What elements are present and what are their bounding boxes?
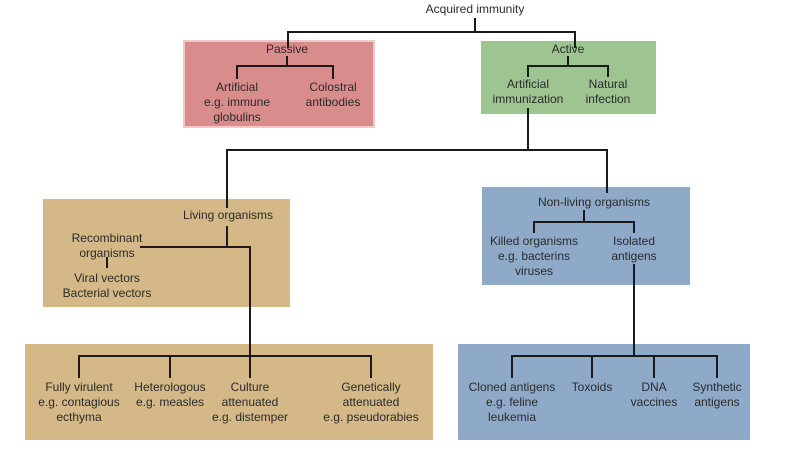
living-types-box [25,344,433,440]
passive-title: Passive [265,42,309,56]
active-title: Active [551,42,585,56]
nonliving-title: Non-living organisms [537,195,651,209]
nonliving-box [482,187,690,285]
active-box [481,41,656,114]
passive-box [183,40,375,128]
living-title: Living organisms [182,208,274,222]
living-box [43,199,290,307]
antigen-types-box [458,344,750,440]
root-label: Acquired immunity [425,2,525,16]
